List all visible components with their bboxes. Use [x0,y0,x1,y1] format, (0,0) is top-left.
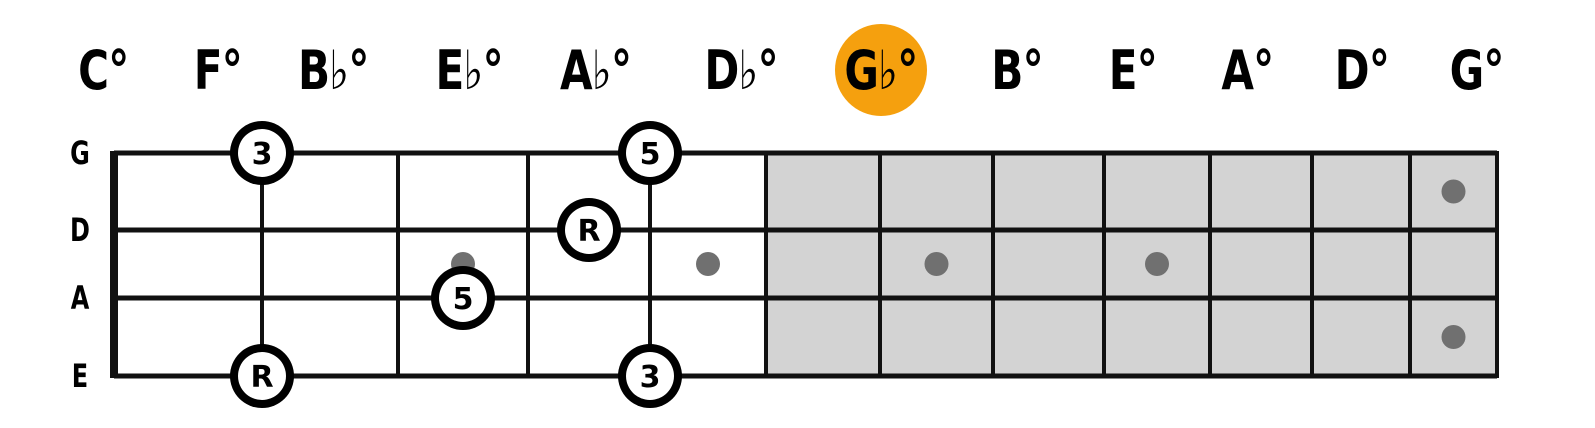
string-label: G [70,134,90,172]
key-label-text: C° [77,38,129,102]
note-label: 3 [640,360,661,395]
key-label: A♭° [541,30,651,110]
key-label: G♭° [826,24,936,116]
string-label: D [70,211,90,249]
fret-marker-dot [924,252,949,276]
key-label: D° [1307,30,1417,110]
key-label-text: B♭° [297,38,369,102]
note-circle-inner [626,352,674,400]
key-label-text: A♭° [560,38,632,102]
key-label-text: G° [1449,38,1505,102]
note-circle-inner [238,129,286,177]
string-label: A [70,279,90,317]
shaded-region [766,153,1497,376]
key-label: C° [48,30,158,110]
fret-marker-dot [1145,252,1169,276]
fret-marker-dot [1441,325,1466,349]
key-highlight [835,24,927,116]
key-label-text: D° [1334,38,1390,102]
note-circle-inner [626,129,674,177]
key-label: B° [962,30,1072,110]
note-label: 5 [453,282,474,317]
key-label: A° [1192,30,1302,110]
key-label-text: B° [991,38,1043,102]
note-circle-inner [439,274,487,322]
key-label: D♭° [686,30,796,110]
key-label-text: G♭° [844,38,918,102]
note-circle-inner [238,352,286,400]
key-label: G° [1422,30,1532,110]
key-label-text: F° [193,38,243,102]
note-label: R [577,214,600,249]
fret-marker-dot [696,252,720,276]
key-label-text: E♭° [435,38,503,102]
key-label: E♭° [414,30,524,110]
key-label-text: D♭° [704,38,778,102]
key-label: B♭° [278,30,388,110]
fret-marker-dot [1441,179,1466,204]
key-label: F° [163,30,273,110]
note-label: 5 [640,137,661,172]
string-label: E [71,357,89,395]
key-label: E° [1078,30,1188,110]
key-label-text: A° [1220,38,1274,102]
note-circle-inner [565,206,613,254]
key-label-text: E° [1108,38,1158,102]
note-label: R [250,360,273,395]
note-label: 3 [252,137,273,172]
